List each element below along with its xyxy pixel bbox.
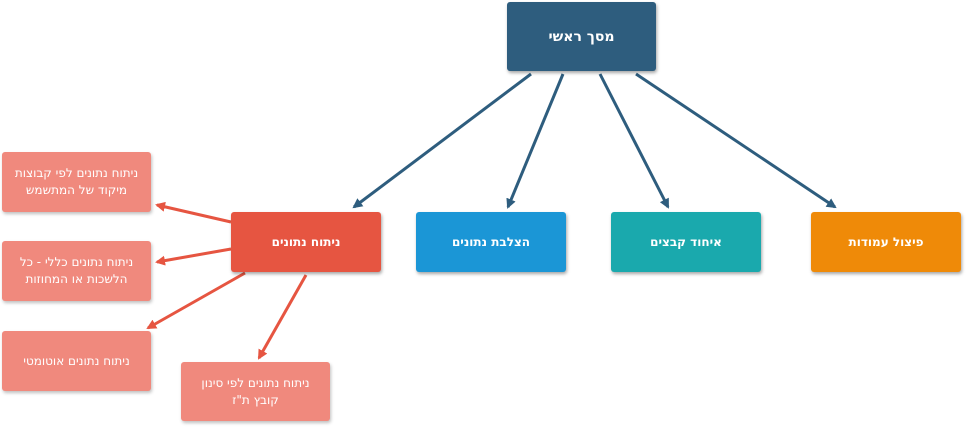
category-node-column-split[interactable]: פיצול עמודות xyxy=(811,212,961,272)
sub-node-automatic[interactable]: ניתוח נתונים אוטומטי xyxy=(2,331,151,391)
sub-node-label: ניתוח נתונים לפי סינון קובץ ת"ז xyxy=(201,375,310,407)
category-node-data-cross[interactable]: הצלבת נתונים xyxy=(416,212,566,272)
main-screen-node[interactable]: מסך ראשי xyxy=(507,2,656,71)
category-label: ניתוח נתונים xyxy=(271,235,341,249)
arrow-main-to-data-cross xyxy=(506,73,565,209)
arrow-analysis-to-sub-2 xyxy=(155,247,232,266)
sub-node-label: ניתוח נתונים כללי - כל הלשכות או המחוזות xyxy=(19,255,134,286)
category-label: הצלבת נתונים xyxy=(451,235,531,249)
category-label: פיצול עמודות xyxy=(848,235,924,249)
sub-node-label: ניתוח נתונים לפי קבוצות מיקוד של המתשמש xyxy=(14,166,139,197)
sub-node-focus-groups[interactable]: ניתוח נתונים לפי קבוצות מיקוד של המתשמש xyxy=(2,152,151,212)
arrow-main-to-file-merge xyxy=(598,73,670,209)
arrow-main-to-data-analysis xyxy=(352,72,532,209)
arrow-analysis-to-sub-3 xyxy=(146,271,246,330)
category-node-file-merge[interactable]: איחוד קבצים xyxy=(611,212,761,272)
arrow-analysis-to-sub-4 xyxy=(257,274,308,360)
category-label: איחוד קבצים xyxy=(650,235,722,249)
sub-node-label: ניתוח נתונים אוטומטי xyxy=(23,353,130,368)
sub-node-general[interactable]: ניתוח נתונים כללי - כל הלשכות או המחוזות xyxy=(2,241,151,301)
main-screen-label: מסך ראשי xyxy=(548,28,615,45)
arrow-main-to-column-split xyxy=(635,72,837,209)
category-node-data-analysis[interactable]: ניתוח נתונים xyxy=(231,212,381,272)
sub-node-id-filter[interactable]: ניתוח נתונים לפי סינון קובץ ת"ז xyxy=(181,362,330,421)
arrow-analysis-to-sub-1 xyxy=(155,201,232,224)
